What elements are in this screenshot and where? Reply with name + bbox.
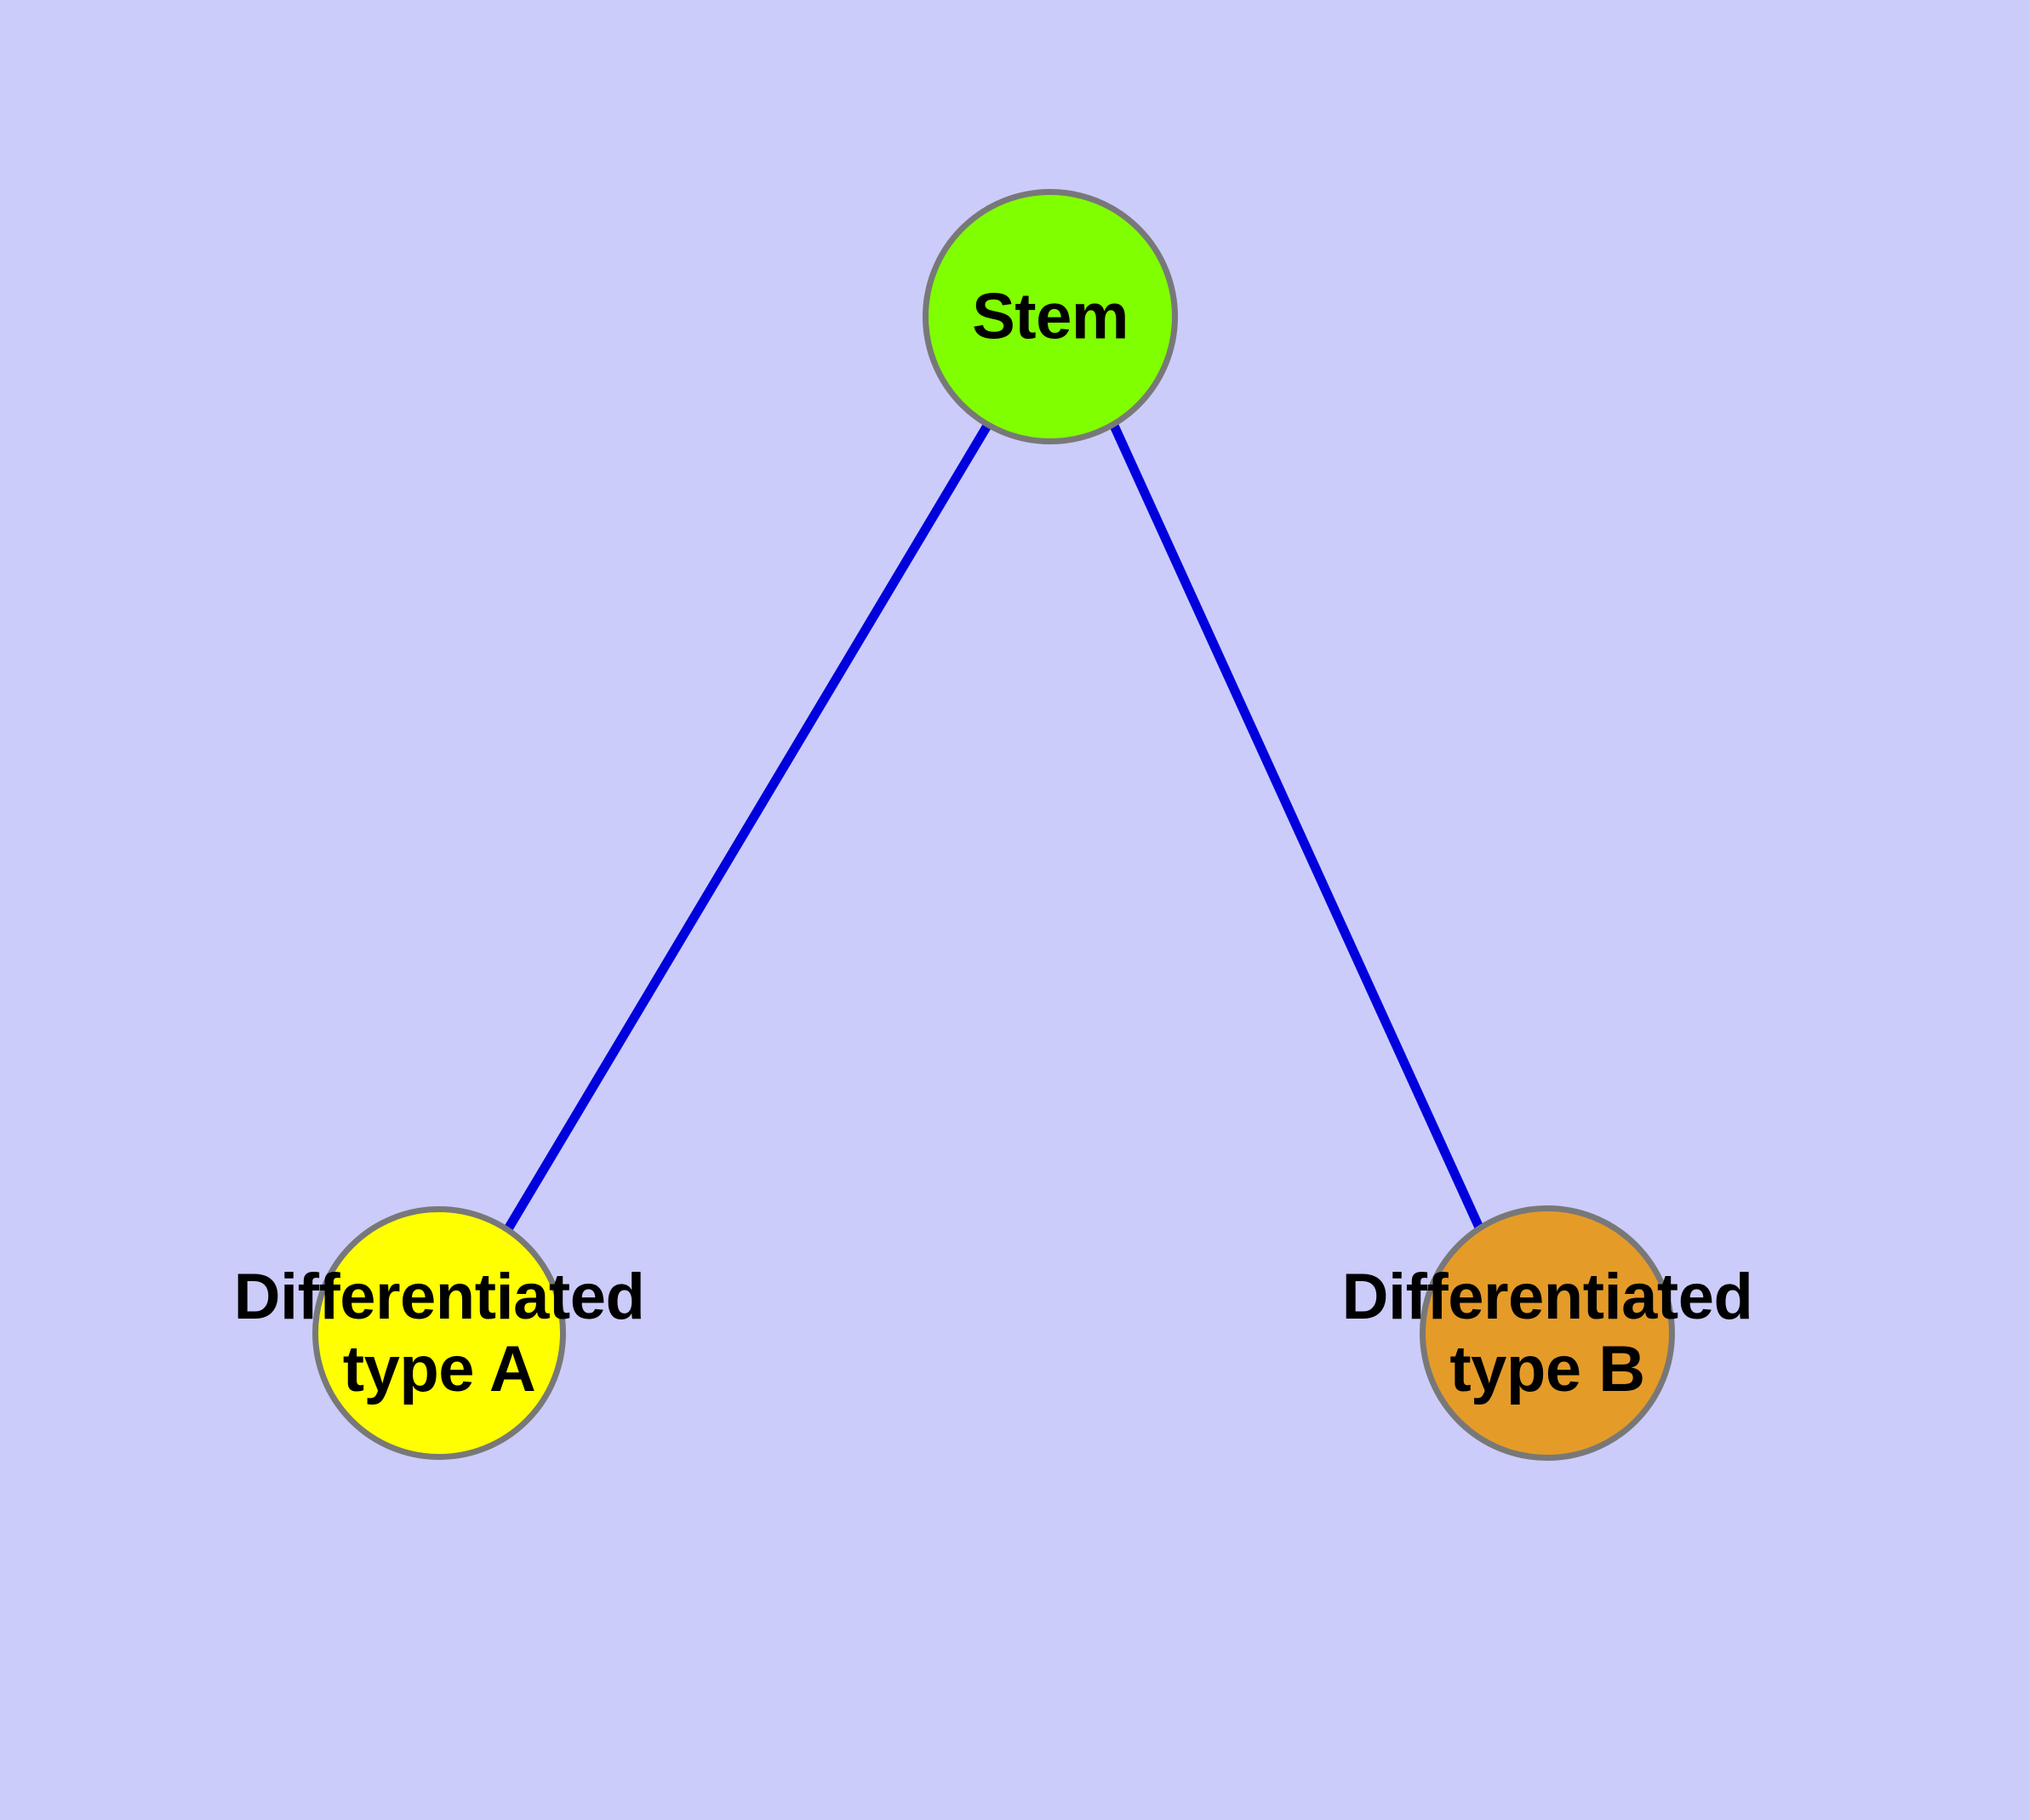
edge-stem-to-differentiated-type-a: [505, 423, 992, 1230]
node-stem[interactable]: [923, 189, 1178, 444]
node-differentiated-type-b[interactable]: [1420, 1205, 1675, 1461]
edge-stem-to-differentiated-type-b: [1109, 423, 1484, 1230]
node-differentiated-type-a[interactable]: [312, 1206, 566, 1460]
